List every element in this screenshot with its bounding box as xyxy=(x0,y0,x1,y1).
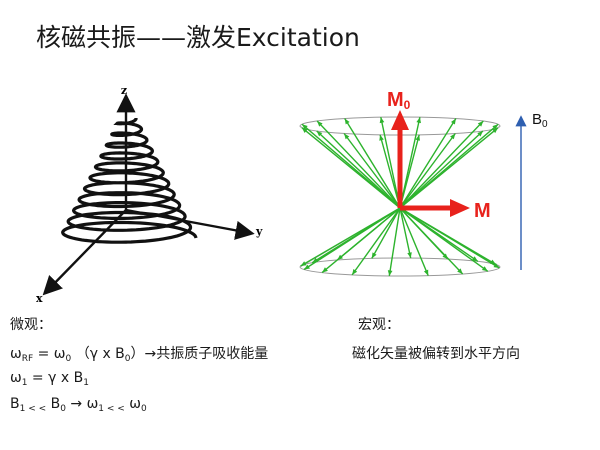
spin-vector-down xyxy=(399,207,500,269)
lower-cone-rim xyxy=(299,257,501,277)
spin-vector-up xyxy=(301,123,401,209)
micro-line-1: ωRF = ω0 （γ x B0）→共振质子吸收能量 xyxy=(10,346,269,364)
spin-vector-up-head xyxy=(477,131,483,137)
spin-vector-down xyxy=(399,207,479,262)
spin-vector-up-head xyxy=(316,131,323,137)
spin-vector-up-head xyxy=(317,121,323,127)
spin-vector-up xyxy=(399,120,484,209)
spin-vector-up-head xyxy=(416,117,421,124)
spin-vector-up-head xyxy=(492,124,499,130)
m-label: M xyxy=(474,200,491,222)
spin-vector-down xyxy=(311,207,401,264)
spin-vector-up-head xyxy=(379,117,385,124)
z-axis-label: z xyxy=(121,84,127,97)
spin-vector-down-head xyxy=(337,254,343,260)
spin-vector-up-head xyxy=(344,133,350,140)
b0-label: B0 xyxy=(532,111,548,130)
spin-vector-down-head xyxy=(304,264,310,270)
spin-vector-up xyxy=(399,133,456,209)
m-arrowhead xyxy=(450,199,470,217)
spin-vector-down xyxy=(371,207,401,259)
spiral-path xyxy=(61,118,198,244)
spin-vector-down-head xyxy=(371,252,377,259)
page-title: 核磁共振——激发Excitation xyxy=(36,23,360,52)
micro-line-3: B1 < < B0 → ω1 < < ω0 xyxy=(10,396,147,414)
spiral-coil xyxy=(61,118,198,244)
spin-vector-up xyxy=(399,123,499,209)
spiral-diagram xyxy=(42,93,255,296)
spin-vector-up xyxy=(399,118,457,209)
spin-vector-down-head xyxy=(407,252,412,259)
spin-vector-up-head xyxy=(379,134,384,141)
spin-vector-down-head xyxy=(423,269,429,276)
spin-vector-up xyxy=(343,133,401,209)
spin-vector-up xyxy=(316,130,401,209)
spin-vector-down-head xyxy=(300,261,307,266)
spin-vector-down-head xyxy=(472,256,478,262)
spin-vector-up-head xyxy=(301,127,308,133)
spin-vector-up-head xyxy=(302,124,308,130)
spin-vector-up-head xyxy=(344,118,350,125)
spin-vector-down xyxy=(336,207,401,261)
spin-vector-down-head xyxy=(387,270,393,276)
spin-vector-up xyxy=(399,130,484,209)
x-axis-label: x xyxy=(36,292,43,305)
spin-vector-down xyxy=(399,207,449,260)
spin-vector-up-head xyxy=(492,127,498,134)
precession-cone-diagram xyxy=(299,110,527,277)
spin-vector-down-head xyxy=(322,267,328,273)
spin-vector-up xyxy=(316,120,401,209)
spin-vector-down-head xyxy=(493,263,500,268)
spin-vector-down-head xyxy=(352,269,358,275)
spin-vector-down xyxy=(351,207,401,276)
spin-vector-up-head xyxy=(450,133,456,140)
spin-vector-up-head xyxy=(477,121,484,127)
spin-vector-down xyxy=(388,207,401,277)
micro-line-2: ω1 = γ x B1 xyxy=(10,370,89,388)
micro-heading: 微观： xyxy=(10,317,52,333)
spin-vector-down xyxy=(399,207,412,259)
spin-vector-up xyxy=(380,117,401,209)
spin-vector-down-head xyxy=(457,268,463,274)
spin-vectors xyxy=(300,117,500,277)
spin-vector-up xyxy=(399,117,421,209)
y-axis-label: y xyxy=(255,225,263,238)
spin-vector-down-head xyxy=(312,257,319,263)
macro-heading: 宏观： xyxy=(358,317,400,333)
spin-vector-up xyxy=(379,134,401,209)
m0-label: M0 xyxy=(387,89,411,112)
spin-vector-down-head xyxy=(442,253,448,260)
spin-vector-up-head xyxy=(415,134,420,141)
spin-vector-down-head xyxy=(481,266,488,272)
spin-vector-up-head xyxy=(451,118,456,125)
macro-line-1: 磁化矢量被偏转到水平方向 xyxy=(352,346,520,362)
spin-vector-down xyxy=(399,207,429,276)
spin-vector-up xyxy=(344,118,401,209)
m0-arrowhead xyxy=(391,110,409,130)
